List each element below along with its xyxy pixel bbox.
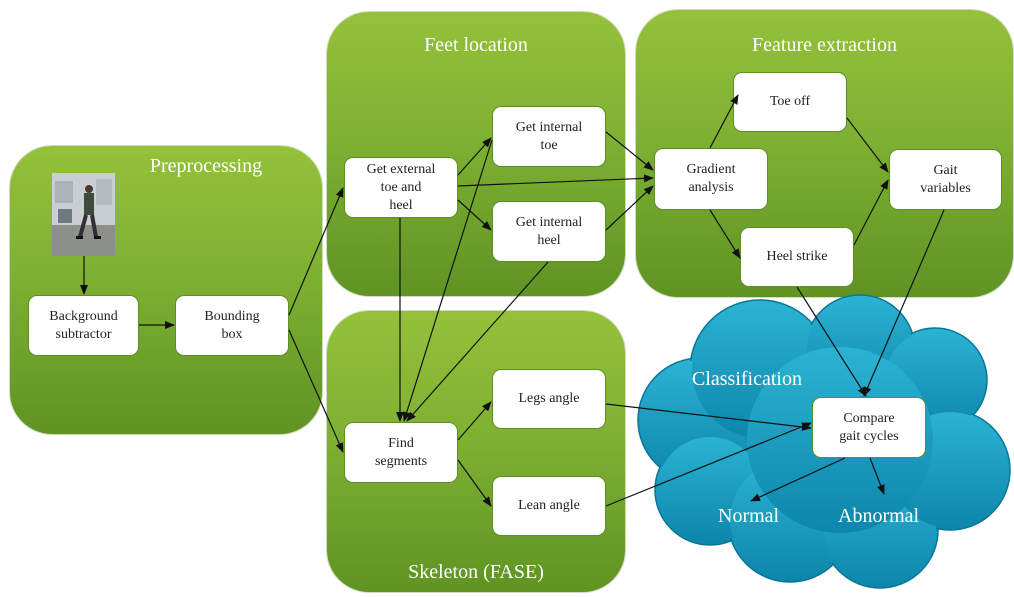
arrow-heel-strike-to-compare <box>796 286 867 397</box>
arrow-internal-heel-to-gradient <box>605 185 654 231</box>
background-subtractor-node: Background subtractor <box>28 295 139 356</box>
toe-off-node: Toe off <box>733 72 847 132</box>
arrow-bounding-to-find-segments <box>288 329 344 453</box>
normal-label: Normal <box>718 505 780 527</box>
arrow-compare-to-normal <box>750 457 846 502</box>
arrow-compare-to-abnormal <box>869 457 885 495</box>
arrow-find-to-legs <box>457 401 492 441</box>
feature-extraction-title: Feature extraction <box>752 34 897 56</box>
abnormal-label: Abnormal <box>838 505 920 527</box>
arrow-bounding-to-external <box>288 187 344 316</box>
arrow-gradient-to-toe-off <box>709 94 739 149</box>
legs-angle-node: Legs angle <box>492 369 606 429</box>
arrow-heel-strike-to-gait <box>853 179 889 246</box>
arrow-lean-to-compare <box>605 422 812 507</box>
classification-title: Classification <box>692 368 802 390</box>
arrow-gait-to-compare <box>863 209 945 397</box>
compare-gait-cycles-node: Compare gait cycles <box>812 397 926 458</box>
arrow-internal-toe-to-find-segments <box>402 139 493 422</box>
internal-toe-node: Get internal toe <box>492 106 606 167</box>
feet-location-title: Feet location <box>424 34 528 56</box>
gait-variables-node: Gait variables <box>889 149 1002 210</box>
arrow-external-to-internal-heel <box>457 199 492 231</box>
bounding-box-node: Bounding box <box>175 295 289 356</box>
external-toe-heel-node: Get external toe and heel <box>344 157 458 218</box>
arrow-toe-off-to-gait <box>846 117 889 173</box>
arrow-find-to-lean <box>457 459 492 507</box>
walking-person-photo <box>52 173 115 256</box>
lean-angle-node: Lean angle <box>492 476 606 536</box>
preprocessing-title: Preprocessing <box>149 155 263 177</box>
arrow-internal-toe-to-gradient <box>605 131 654 171</box>
arrow-external-to-internal-toe <box>457 137 492 176</box>
gradient-analysis-node: Gradient analysis <box>654 148 768 210</box>
arrow-internal-heel-to-find-segments <box>406 261 549 422</box>
internal-heel-node: Get internal heel <box>492 201 606 262</box>
find-segments-node: Find segments <box>344 422 458 483</box>
arrow-gradient-to-heel-strike <box>709 209 741 259</box>
arrow-legs-to-compare <box>605 403 812 431</box>
skeleton-title: Skeleton (FASE) <box>408 561 544 583</box>
arrow-external-to-gradient <box>457 174 654 187</box>
heel-strike-node: Heel strike <box>740 227 854 287</box>
